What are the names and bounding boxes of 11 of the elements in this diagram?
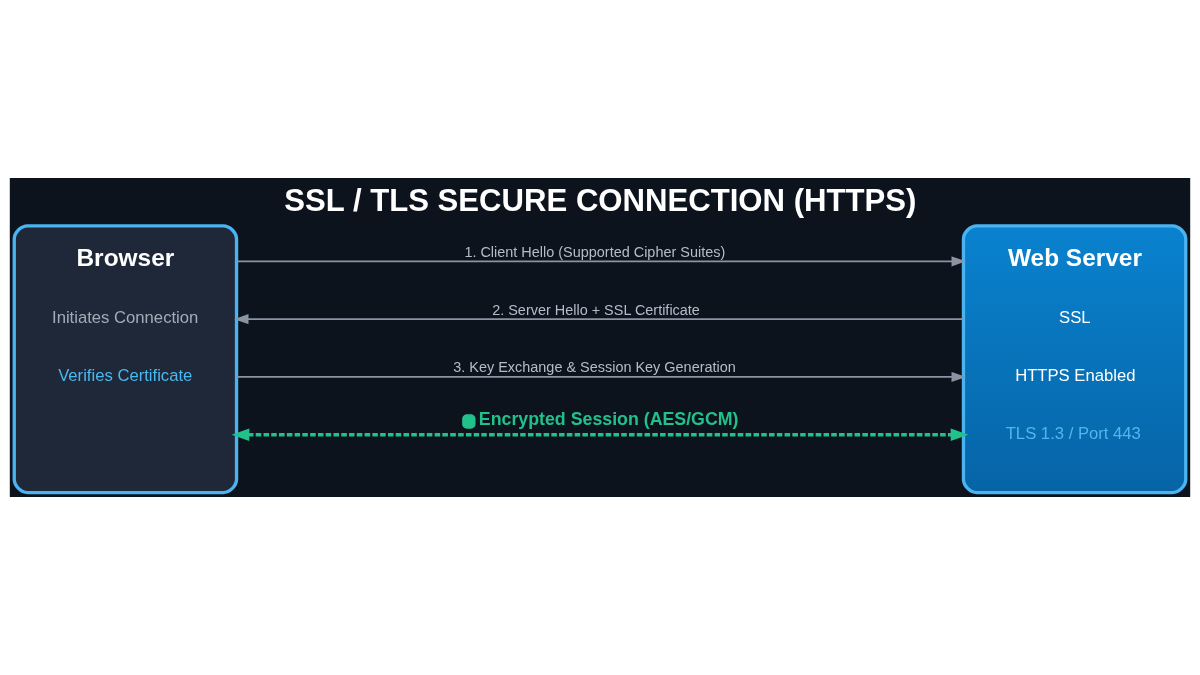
arrow [235, 256, 966, 267]
arrow [231, 428, 969, 441]
arrow [235, 371, 966, 383]
node-box: Web Server SSL HTTPS Enabled TLS 1.3 / Port 443 [961, 224, 1188, 495]
edge-label: 3. Key Exchange & Session Key Generation [453, 358, 736, 375]
edge-label: 2. Server Hello + SSL Certificate [492, 302, 700, 319]
arrow [234, 314, 965, 325]
edge-label: Encrypted Session (AES/GCM) [478, 408, 739, 429]
node-box: Browser Initiates Connection Verifies Certificate [12, 224, 239, 495]
diagram-title: SSL / TLS SECURE CONNECTION (HTTPS) [284, 182, 917, 218]
edge-label: 1. Client Hello (Supported Cipher Suites) [464, 244, 726, 261]
